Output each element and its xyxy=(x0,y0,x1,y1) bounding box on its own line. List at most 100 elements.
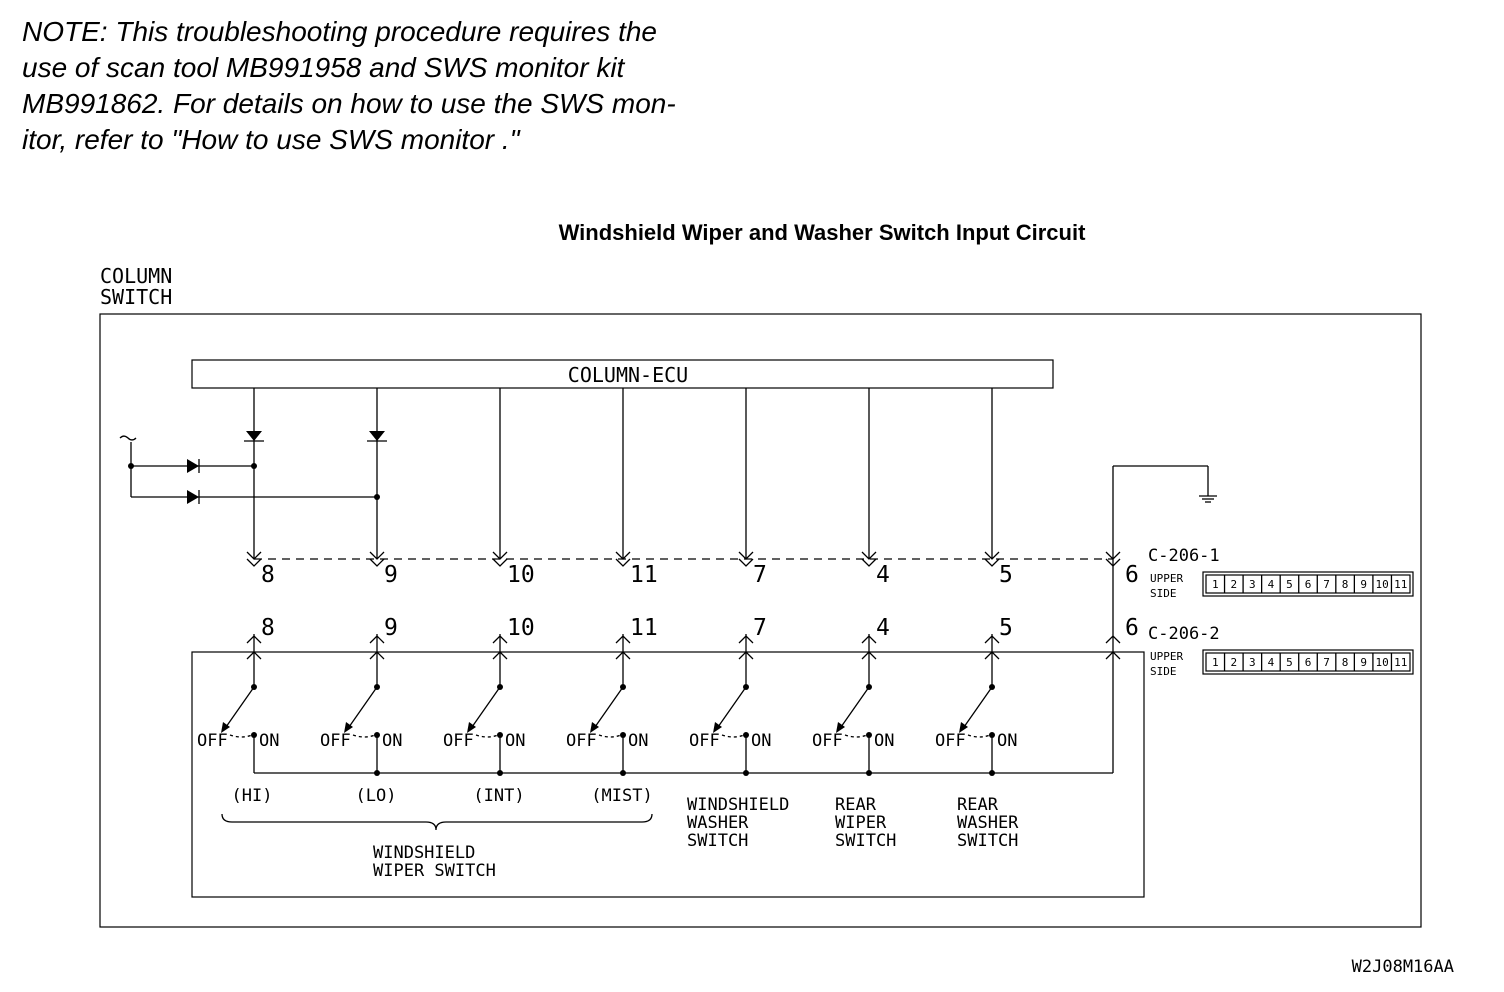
pin-number: 10 xyxy=(507,562,535,588)
column-ecu-label: COLUMN-ECU xyxy=(568,363,688,387)
note-text: NOTE: This troubleshooting procedure req… xyxy=(22,14,782,158)
connector-cell: 5 xyxy=(1286,578,1293,591)
female-terminal xyxy=(615,558,631,567)
wiper-switch-label: WINDSHIELD xyxy=(373,843,475,863)
mode-label-hi: (HI) xyxy=(232,786,273,806)
on-label: ON xyxy=(505,731,525,751)
male-terminal xyxy=(738,635,754,644)
pin-number: 11 xyxy=(630,562,658,588)
pin-number: 6 xyxy=(1125,562,1139,588)
connector-cell: 6 xyxy=(1305,578,1312,591)
connector-cell: 7 xyxy=(1323,578,1330,591)
column-switch-outline xyxy=(99,313,1422,928)
pin-number: 11 xyxy=(630,615,658,641)
signal-wires xyxy=(246,388,1121,687)
female-terminal xyxy=(369,558,385,567)
pin-number: 10 xyxy=(507,615,535,641)
connector-cell: 3 xyxy=(1249,578,1256,591)
pin-number: 4 xyxy=(876,562,890,588)
connector-cell: 8 xyxy=(1342,656,1349,669)
female-terminal xyxy=(492,558,508,567)
male-terminal xyxy=(738,651,754,660)
rear-washer-label: SWITCH xyxy=(957,831,1018,851)
connector-cell: 9 xyxy=(1360,656,1367,669)
connector-cell: 11 xyxy=(1394,578,1407,591)
male-terminal xyxy=(246,651,262,660)
connector-cell: 10 xyxy=(1376,656,1389,669)
male-terminal xyxy=(492,635,508,644)
off-label: OFF xyxy=(443,731,474,751)
connector-cell: 7 xyxy=(1323,656,1330,669)
switch-9: OFF ON xyxy=(320,684,402,776)
rear-washer-label: WASHER xyxy=(957,813,1019,833)
female-terminal xyxy=(1105,558,1121,567)
wiper-switch-label: WIPER SWITCH xyxy=(373,861,496,881)
mode-label-int: (INT) xyxy=(473,786,524,806)
side-label: SIDE xyxy=(1150,587,1177,600)
diagram-title: Windshield Wiper and Washer Switch Input… xyxy=(558,220,1086,245)
off-label: OFF xyxy=(935,731,966,751)
pin-number: 5 xyxy=(999,615,1013,641)
female-terminal xyxy=(738,558,754,567)
side-label: SIDE xyxy=(1150,665,1177,678)
column-switch-label: SWITCH xyxy=(100,285,172,309)
upper-label: UPPER xyxy=(1150,572,1183,585)
note-line: itor, refer to "How to use SWS monitor .… xyxy=(22,124,520,155)
connector-cell: 11 xyxy=(1394,656,1407,669)
ground-wire xyxy=(1112,465,1217,773)
connector-cell: 10 xyxy=(1376,578,1389,591)
male-terminal xyxy=(369,635,385,644)
male-terminal xyxy=(246,635,262,644)
washer-switch-label: WINDSHIELD xyxy=(687,795,789,815)
pin-number: 8 xyxy=(261,615,275,641)
on-label: ON xyxy=(382,731,402,751)
connector-cell: 1 xyxy=(1212,578,1219,591)
female-terminal xyxy=(861,551,877,560)
male-terminal xyxy=(984,651,1000,660)
connector-cell: 4 xyxy=(1268,578,1275,591)
figure-code: W2J08M16AA xyxy=(1352,957,1454,977)
male-terminal xyxy=(861,635,877,644)
female-terminal xyxy=(1105,551,1121,560)
connector-cell: 2 xyxy=(1231,578,1238,591)
connector-cell: 2 xyxy=(1231,656,1238,669)
female-terminal xyxy=(369,551,385,560)
rear-wiper-label: SWITCH xyxy=(835,831,896,851)
female-terminal xyxy=(492,551,508,560)
off-label: OFF xyxy=(320,731,351,751)
note-line: use of scan tool MB991958 and SWS monito… xyxy=(22,52,625,83)
female-terminal xyxy=(738,551,754,560)
off-label: OFF xyxy=(689,731,720,751)
female-terminal xyxy=(861,558,877,567)
pin-number: 6 xyxy=(1125,615,1139,641)
female-terminal xyxy=(246,558,262,567)
pin-number: 9 xyxy=(384,562,398,588)
pin-number: 7 xyxy=(753,615,767,641)
on-label: ON xyxy=(997,731,1017,751)
switch-box xyxy=(191,651,1145,898)
mode-label-lo: (LO) xyxy=(356,786,397,806)
pin-number: 4 xyxy=(876,615,890,641)
upper-label: UPPER xyxy=(1150,650,1183,663)
male-terminal xyxy=(984,635,1000,644)
male-terminal xyxy=(369,651,385,660)
connector-cell: 9 xyxy=(1360,578,1367,591)
on-label: ON xyxy=(874,731,894,751)
pin-number: 9 xyxy=(384,615,398,641)
switch-4: OFF ON xyxy=(812,684,894,776)
on-label: ON xyxy=(259,731,279,751)
note-line: NOTE: This troubleshooting procedure req… xyxy=(22,16,657,47)
connector-c206-1-label: C-206-1 xyxy=(1148,546,1220,566)
rear-wiper-label: REAR xyxy=(835,795,877,815)
connector-cell: 4 xyxy=(1268,656,1275,669)
washer-switch-label: WASHER xyxy=(687,813,749,833)
washer-switch-label: SWITCH xyxy=(687,831,748,851)
off-label: OFF xyxy=(812,731,843,751)
